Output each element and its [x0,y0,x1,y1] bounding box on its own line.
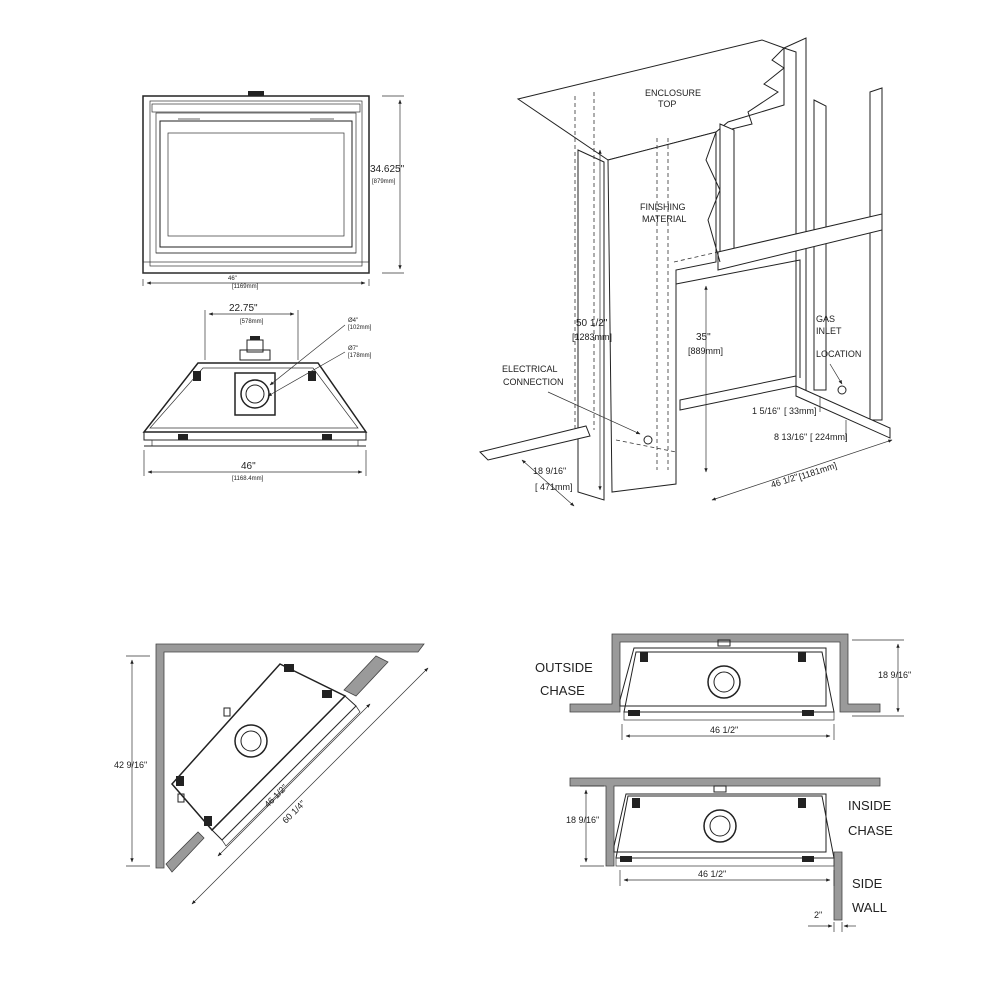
corner-install: 42 9/16" 46 1/2" 60 1/4" [114,643,429,905]
top-width-mm: [1168.4mm] [232,476,264,482]
outer-vent-label: Ø7" [348,346,358,352]
top-width-label: 46" [241,461,256,472]
inner-vent-label: Ø4" [348,318,358,324]
front-width-label: 46" [228,276,237,282]
inside-chase-title-line2: CHASE [848,823,893,838]
inside-chase-title-line1: INSIDE [848,798,892,813]
gas-side-label: 8 13/16" [774,432,807,442]
framing-diagram: ENCLOSURE TOP FINISHING MATERIAL 50 1/2"… [479,37,893,507]
side-gap-label: 2" [814,910,822,920]
framing-depth-label: 18 9/16" [533,466,566,476]
top-depth-label: 22.75" [229,303,258,314]
enclosure-top-line2: TOP [658,99,676,109]
inside-chase: INSIDE CHASE 18 9/16" 46 1/2" SIDE WALL … [566,777,893,932]
framing-width-label: 46 1/2" [770,472,800,490]
framing-depth-mm: [ 471mm] [535,482,573,492]
top-depth-mm: [578mm] [240,319,264,325]
opening-mm: [889mm] [688,346,723,356]
finishing-line2: MATERIAL [642,214,686,224]
outside-chase-depth: 18 9/16" [878,670,911,680]
electrical-line1: ELECTRICAL [502,364,558,374]
gas-line3: LOCATION [816,349,861,359]
side-wall-line1: SIDE [852,876,883,891]
outside-chase-title-line1: OUTSIDE [535,660,593,675]
framing-height-mm: [1283mm] [572,332,612,342]
enclosure-top-line1: ENCLOSURE [645,88,701,98]
side-wall-line2: WALL [852,900,887,915]
electrical-line2: CONNECTION [503,377,564,387]
corner-height-label: 42 9/16" [114,760,147,770]
top-view: 22.75" [578mm] Ø4" [102mm] Ø7" [178mm] 4… [142,303,372,482]
front-height-label: 34.625" [370,164,405,175]
outer-vent-mm: [178mm] [348,353,372,359]
gas-height-mm: [ 33mm] [784,406,817,416]
outside-chase: OUTSIDE CHASE 18 9/16" 46 1/2" [535,633,911,740]
opening-label: 35" [696,332,711,343]
outside-chase-title-line2: CHASE [540,683,585,698]
outside-chase-width: 46 1/2" [710,725,738,735]
gas-height-label: 1 5/16" [752,406,780,416]
front-width-mm: [1169mm] [232,284,259,290]
inner-vent-mm: [102mm] [348,325,372,331]
inside-chase-width: 46 1/2" [698,869,726,879]
front-height-mm: [879mm] [372,179,396,185]
front-view: 34.625" [879mm] 46" [1169mm] [142,91,405,290]
gas-line1: GAS [816,314,835,324]
finishing-line1: FINISHING [640,202,686,212]
gas-side-mm: [ 224mm] [810,432,848,442]
inside-chase-depth: 18 9/16" [566,815,599,825]
gas-line2: INLET [816,326,842,336]
framing-width-mm: [1181mm] [798,460,839,482]
framing-height-label: 50 1/2" [576,318,608,329]
